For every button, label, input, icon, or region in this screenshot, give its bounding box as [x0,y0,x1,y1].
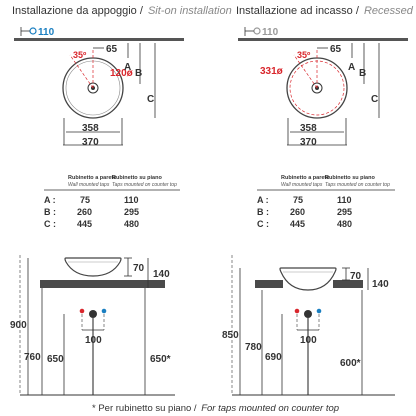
right-row-b-c1: 260 [290,207,305,217]
right-tap-hole-icon [253,27,261,35]
right-row-b-c2: 295 [337,207,352,217]
right-row-a-c2: 110 [337,195,352,205]
left-th2-sub: Taps mounted on counter top [112,182,177,188]
left-row-a-c2: 110 [124,195,139,205]
right-th2-sub: Taps mounted on counter top [325,182,390,188]
left-side-view: 70 140 100 900 760 650 650* [10,255,175,396]
right-th1-main: Rubinetto a parete [281,175,329,181]
left-tap-hole-icon [29,27,37,35]
left-th1-main: Rubinetto a parete [68,175,116,181]
right-d780: 780 [245,342,262,353]
left-row-c-c2: 480 [124,219,139,229]
right-table: Rubinetto a parete Wall mounted taps Rub… [257,175,395,229]
right-d600s: 600* [340,358,361,369]
right-row-a-key: A : [257,195,269,205]
left-d650s: 650* [150,354,171,365]
right-hole-label: 331ø [260,66,284,77]
right-row-c-c2: 480 [337,219,352,229]
left-row-c-c1: 445 [77,219,92,229]
right-width-370: 370 [300,137,317,148]
right-letter-b: B [359,68,366,79]
left-dim-65: 65 [106,44,118,55]
left-row-c-key: C : [44,219,56,229]
left-d650: 650 [47,354,64,365]
left-waste-icon [89,310,97,318]
left-angle-label: 35º [73,50,87,60]
left-row-b-c2: 295 [124,207,139,217]
right-d140: 140 [372,279,389,290]
left-row-a-key: A : [44,195,56,205]
left-d70: 70 [133,263,145,274]
left-angle-line [69,54,94,89]
right-d690: 690 [265,352,282,363]
right-row-c-key: C : [257,219,269,229]
left-d140: 140 [153,269,170,280]
right-width-358: 358 [300,123,317,134]
right-side-view: 70 140 100 850 780 690 600* [222,255,395,396]
left-row-a-c1: 75 [80,195,90,205]
right-waste-icon [304,310,312,318]
left-letter-b: B [135,68,142,79]
right-letter-a: A [348,62,355,73]
right-counter-slab-right [333,280,363,288]
left-th2-main: Rubinetto su piano [112,175,162,181]
left-table: Rubinetto a parete Wall mounted taps Rub… [44,175,180,229]
right-row-c-c1: 445 [290,219,305,229]
left-title: Installazione da appoggio / Sit-on insta… [12,5,232,17]
left-row-b-key: B : [44,207,56,217]
right-row-b-key: B : [257,207,269,217]
right-letter-c: C [371,94,378,105]
left-width-358: 358 [82,123,99,134]
right-d850: 850 [222,330,239,341]
left-hole-label: 120ø [110,68,134,79]
right-basin-side [279,267,337,291]
right-top-view: 110 35º 331ø 65 A B C 358 370 [238,27,408,148]
right-d100: 100 [300,335,317,346]
right-th1-sub: Wall mounted taps [281,182,323,188]
left-top-dim: 110 [38,27,55,38]
footnote: * Per rubinetto su piano / For taps moun… [92,403,339,414]
left-row-b-c1: 260 [77,207,92,217]
left-counter-edge [14,38,184,41]
right-row-a-c1: 75 [293,195,303,205]
left-width-370: 370 [82,137,99,148]
right-angle-label: 35º [297,50,311,60]
right-dim-65: 65 [330,44,342,55]
right-cold-valve-icon [316,308,322,314]
left-cold-valve-icon [101,308,107,314]
left-top-view: 110 35º 120ø 65 A B C 358 370 [14,27,184,148]
left-d100: 100 [85,335,102,346]
right-counter-slab-left [255,280,283,288]
left-hot-valve-icon [79,308,85,314]
right-title: Installazione ad incasso / Recessed inst… [236,5,416,17]
right-top-dim: 110 [262,27,279,38]
right-counter-edge [238,38,408,41]
left-basin-side [64,257,122,277]
right-d70: 70 [350,271,362,282]
left-counter-slab [40,280,165,288]
left-d760: 760 [24,352,41,363]
right-angle-line [293,54,318,89]
right-hot-valve-icon [294,308,300,314]
right-th2-main: Rubinetto su piano [325,175,375,181]
left-letter-c: C [147,94,154,105]
left-d900: 900 [10,320,27,331]
left-letter-a: A [124,62,131,73]
left-th1-sub: Wall mounted taps [68,182,110,188]
